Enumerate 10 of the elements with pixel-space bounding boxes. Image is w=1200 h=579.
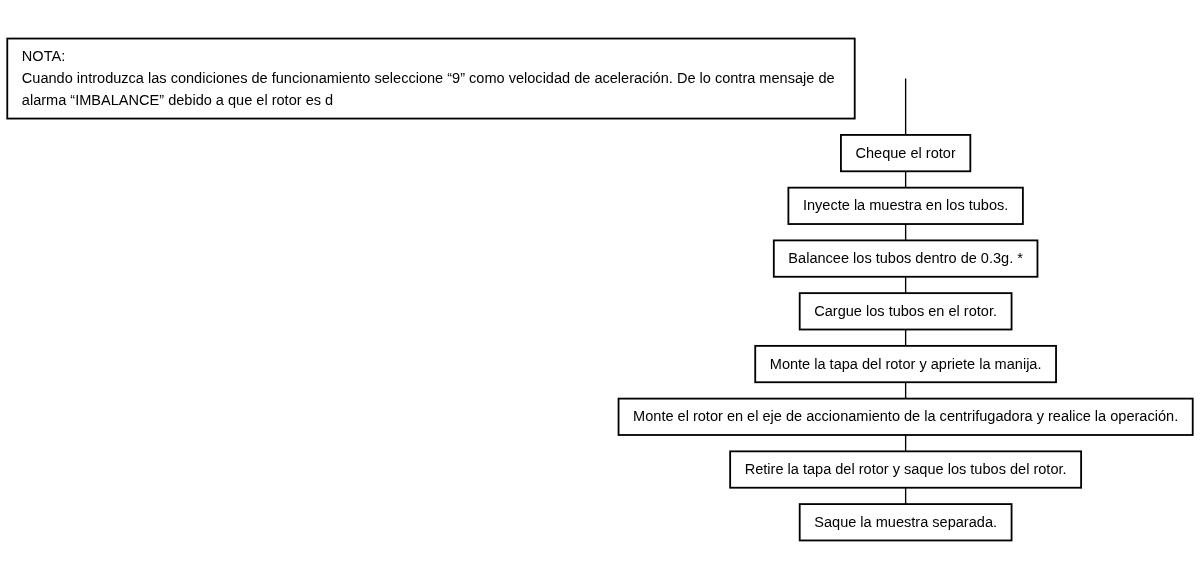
node-box: Saque la muestra separada.	[798, 503, 1013, 542]
node-box: Monte el rotor en el eje de accionamiento de la centrifugadora y realice la operación.	[617, 397, 1194, 436]
node-box: Balancee los tubos dentro de 0.3g. *	[772, 239, 1039, 278]
connector	[904, 77, 907, 136]
node-box: Retire la tapa del rotor y saque los tubos del rotor.	[729, 450, 1083, 489]
node-box: NOTA: Cuando introduzca las condiciones de funcionamiento seleccione “9” como velocidad de aceleración. De lo contra mensaje de alarma “IMBALANCE” debido a que el rotor es d	[6, 37, 856, 120]
node-box: Cheque el rotor	[840, 134, 972, 173]
node-box: Cargue los tubos en el rotor.	[798, 292, 1013, 331]
node-box: Inyecte la muestra en los tubos.	[787, 186, 1024, 225]
node-box: Monte la tapa del rotor y apriete la manija.	[754, 344, 1057, 384]
